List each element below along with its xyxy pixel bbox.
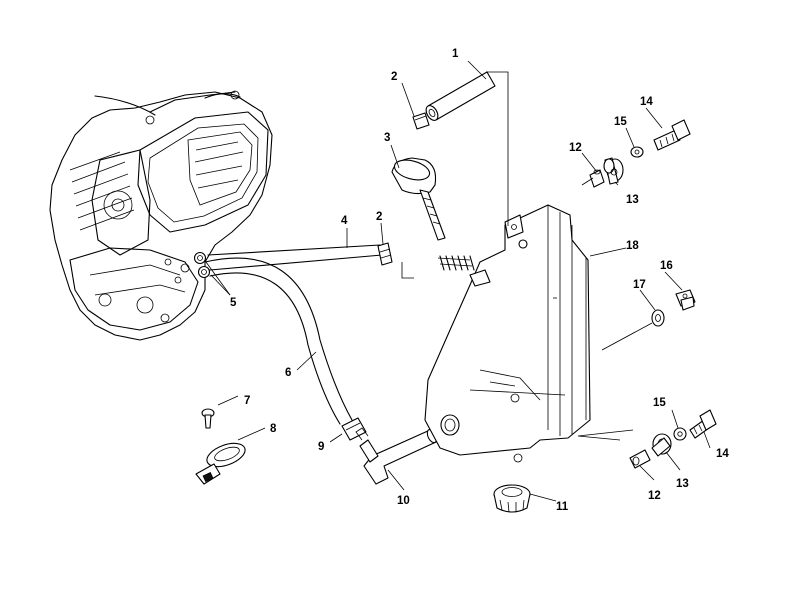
bolt-part-14-lower: [689, 409, 717, 439]
hose-4: [207, 244, 383, 271]
callout-12-lower: 12: [648, 490, 661, 502]
hose-clamp-part-8: [195, 442, 246, 485]
vent-tube-part-1: [425, 71, 496, 121]
grommet-part-13-lower: [651, 433, 672, 457]
bolt-part-14-upper: [653, 119, 691, 151]
oil-tank-part-18: [424, 204, 591, 463]
callout-14-upper: 14: [640, 96, 653, 108]
bolt-part-16: [675, 289, 696, 311]
clamp-part-2-upper: [412, 112, 430, 130]
callout-6: 6: [285, 367, 291, 379]
spacer-part-12-lower: [629, 449, 651, 469]
callout-5: 5: [230, 297, 237, 309]
filler-neck-spring: [401, 255, 475, 279]
callout-9: 9: [318, 441, 324, 453]
callout-10: 10: [397, 495, 410, 507]
dipstick-cap-part-3: [391, 157, 446, 241]
callout-8: 8: [270, 423, 277, 435]
washer-part-15-upper: [630, 146, 644, 158]
callout-labels: 1 2 2 3 4 5 6 7 8 9 10 11 12 12 13 13 14…: [230, 48, 729, 513]
callout-15-lower: 15: [653, 397, 666, 409]
washer-part-17: [651, 309, 665, 327]
engine-assembly: [49, 90, 273, 341]
callout-13-lower: 13: [676, 478, 689, 490]
callout-7: 7: [244, 395, 250, 407]
grommet-part-13-upper: [603, 157, 624, 185]
callout-4: 4: [341, 215, 348, 227]
callout-2-upper: 2: [391, 71, 397, 83]
callout-3: 3: [384, 132, 390, 144]
callout-11: 11: [556, 501, 569, 513]
clamp-part-2-lower: [377, 242, 393, 266]
hose-6: [204, 257, 353, 425]
callout-16: 16: [660, 260, 673, 272]
elbow-fitting-part-10: [355, 427, 438, 485]
clamp-part-9: [341, 417, 367, 441]
leader-lines: [205, 60, 711, 502]
callout-2-lower: 2: [376, 211, 382, 223]
callout-18: 18: [626, 240, 639, 252]
callout-15-upper: 15: [614, 116, 627, 128]
callout-12-upper: 12: [569, 142, 582, 154]
callout-14-lower: 14: [716, 448, 729, 460]
callout-1: 1: [452, 48, 459, 60]
washer-part-15-lower: [673, 427, 687, 441]
callout-17: 17: [633, 279, 646, 291]
engine-oil-fittings: [164, 251, 211, 284]
callout-13-upper: 13: [626, 194, 639, 206]
screw-part-7: [201, 408, 215, 429]
grommet-part-11: [493, 484, 531, 513]
